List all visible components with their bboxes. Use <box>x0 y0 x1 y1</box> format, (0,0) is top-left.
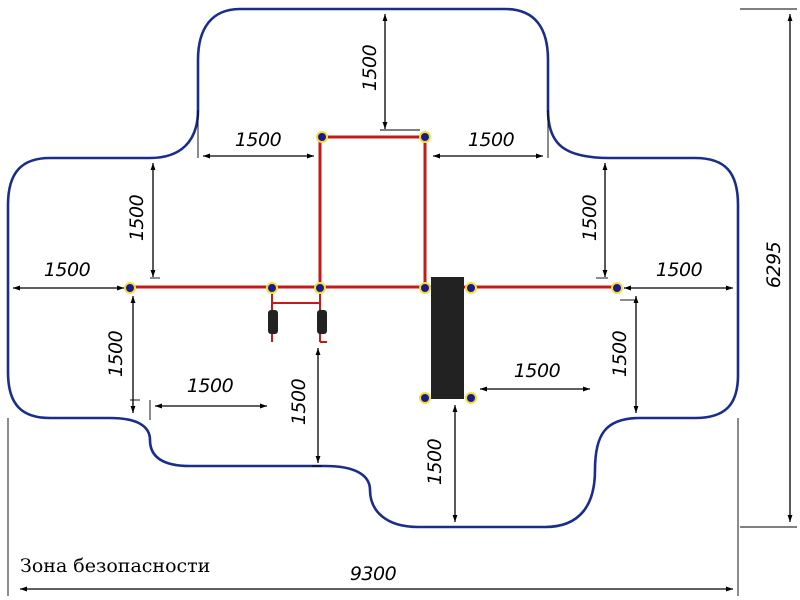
dim-center-lower-clearance: 1500 <box>288 378 310 425</box>
dim-bottom-clearance: 1500 <box>424 438 446 485</box>
handle-right <box>317 310 327 334</box>
dim-right-upper-clearance: 1500 <box>579 194 601 241</box>
node <box>419 282 431 294</box>
equipment-frame <box>128 135 619 343</box>
dimension-texts: 9300 6295 1500 1500 1500 1500 1500 1500 … <box>44 44 785 585</box>
node <box>419 131 431 143</box>
frame-nodes <box>124 131 623 404</box>
dim-lower-right-horizontal: 1500 <box>514 360 561 382</box>
dim-right-lower-clearance: 1500 <box>609 330 631 377</box>
dim-right-side-clearance: 1500 <box>656 259 703 281</box>
node <box>314 282 326 294</box>
node <box>266 282 278 294</box>
node <box>465 282 477 294</box>
legend-safety-zone: Зона безопасности <box>20 555 210 577</box>
node <box>124 282 136 294</box>
node <box>465 392 477 404</box>
dim-left-side-clearance: 1500 <box>44 259 91 281</box>
dim-top-clearance: 1500 <box>359 44 381 91</box>
handle-left <box>268 310 278 334</box>
bench <box>431 277 464 399</box>
node <box>611 282 623 294</box>
dim-overall-height: 6295 <box>763 241 785 288</box>
dim-left-lower-clearance: 1500 <box>105 330 127 377</box>
node <box>316 131 328 143</box>
dim-top-left-clearance: 1500 <box>235 129 282 151</box>
dim-left-upper-clearance: 1500 <box>126 194 148 241</box>
safety-zone-outline <box>6 7 740 529</box>
dim-top-right-clearance: 1500 <box>468 129 515 151</box>
dim-overall-width: 9300 <box>350 563 397 585</box>
extension-lines <box>7 8 797 596</box>
dimension-lines <box>13 14 793 592</box>
node <box>419 392 431 404</box>
dim-lower-left-horizontal: 1500 <box>187 375 234 397</box>
